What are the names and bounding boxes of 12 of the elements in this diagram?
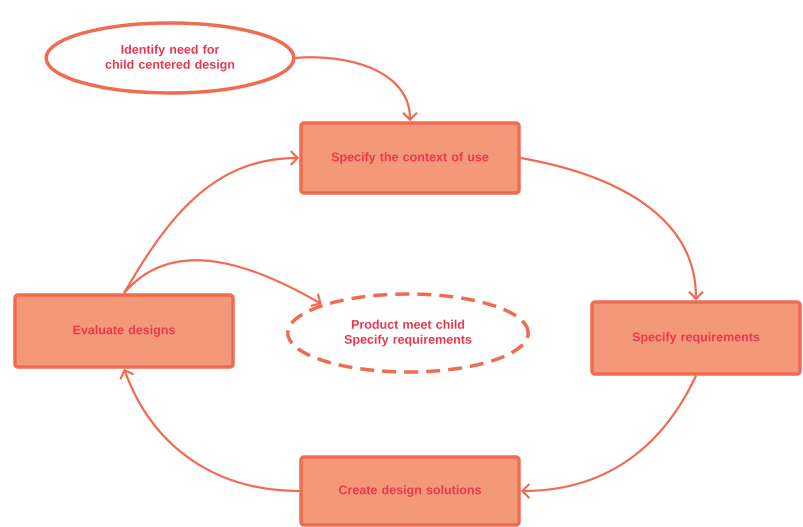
process-box: Create design solutions [299,455,521,527]
dashed-ellipse-node: Product meet child Specify requirements [286,292,530,374]
arrow [123,259,322,308]
arrow [123,150,300,294]
ellipse-node: Identify need for child centered design [44,21,296,95]
arrow [119,368,300,492]
process-box: Specify requirements [590,300,802,376]
process-box: Evaluate designs [13,293,235,369]
arrow [520,156,704,300]
arrow [295,56,418,122]
process-box: Specify the context of use [299,121,521,195]
arrow [520,375,697,499]
